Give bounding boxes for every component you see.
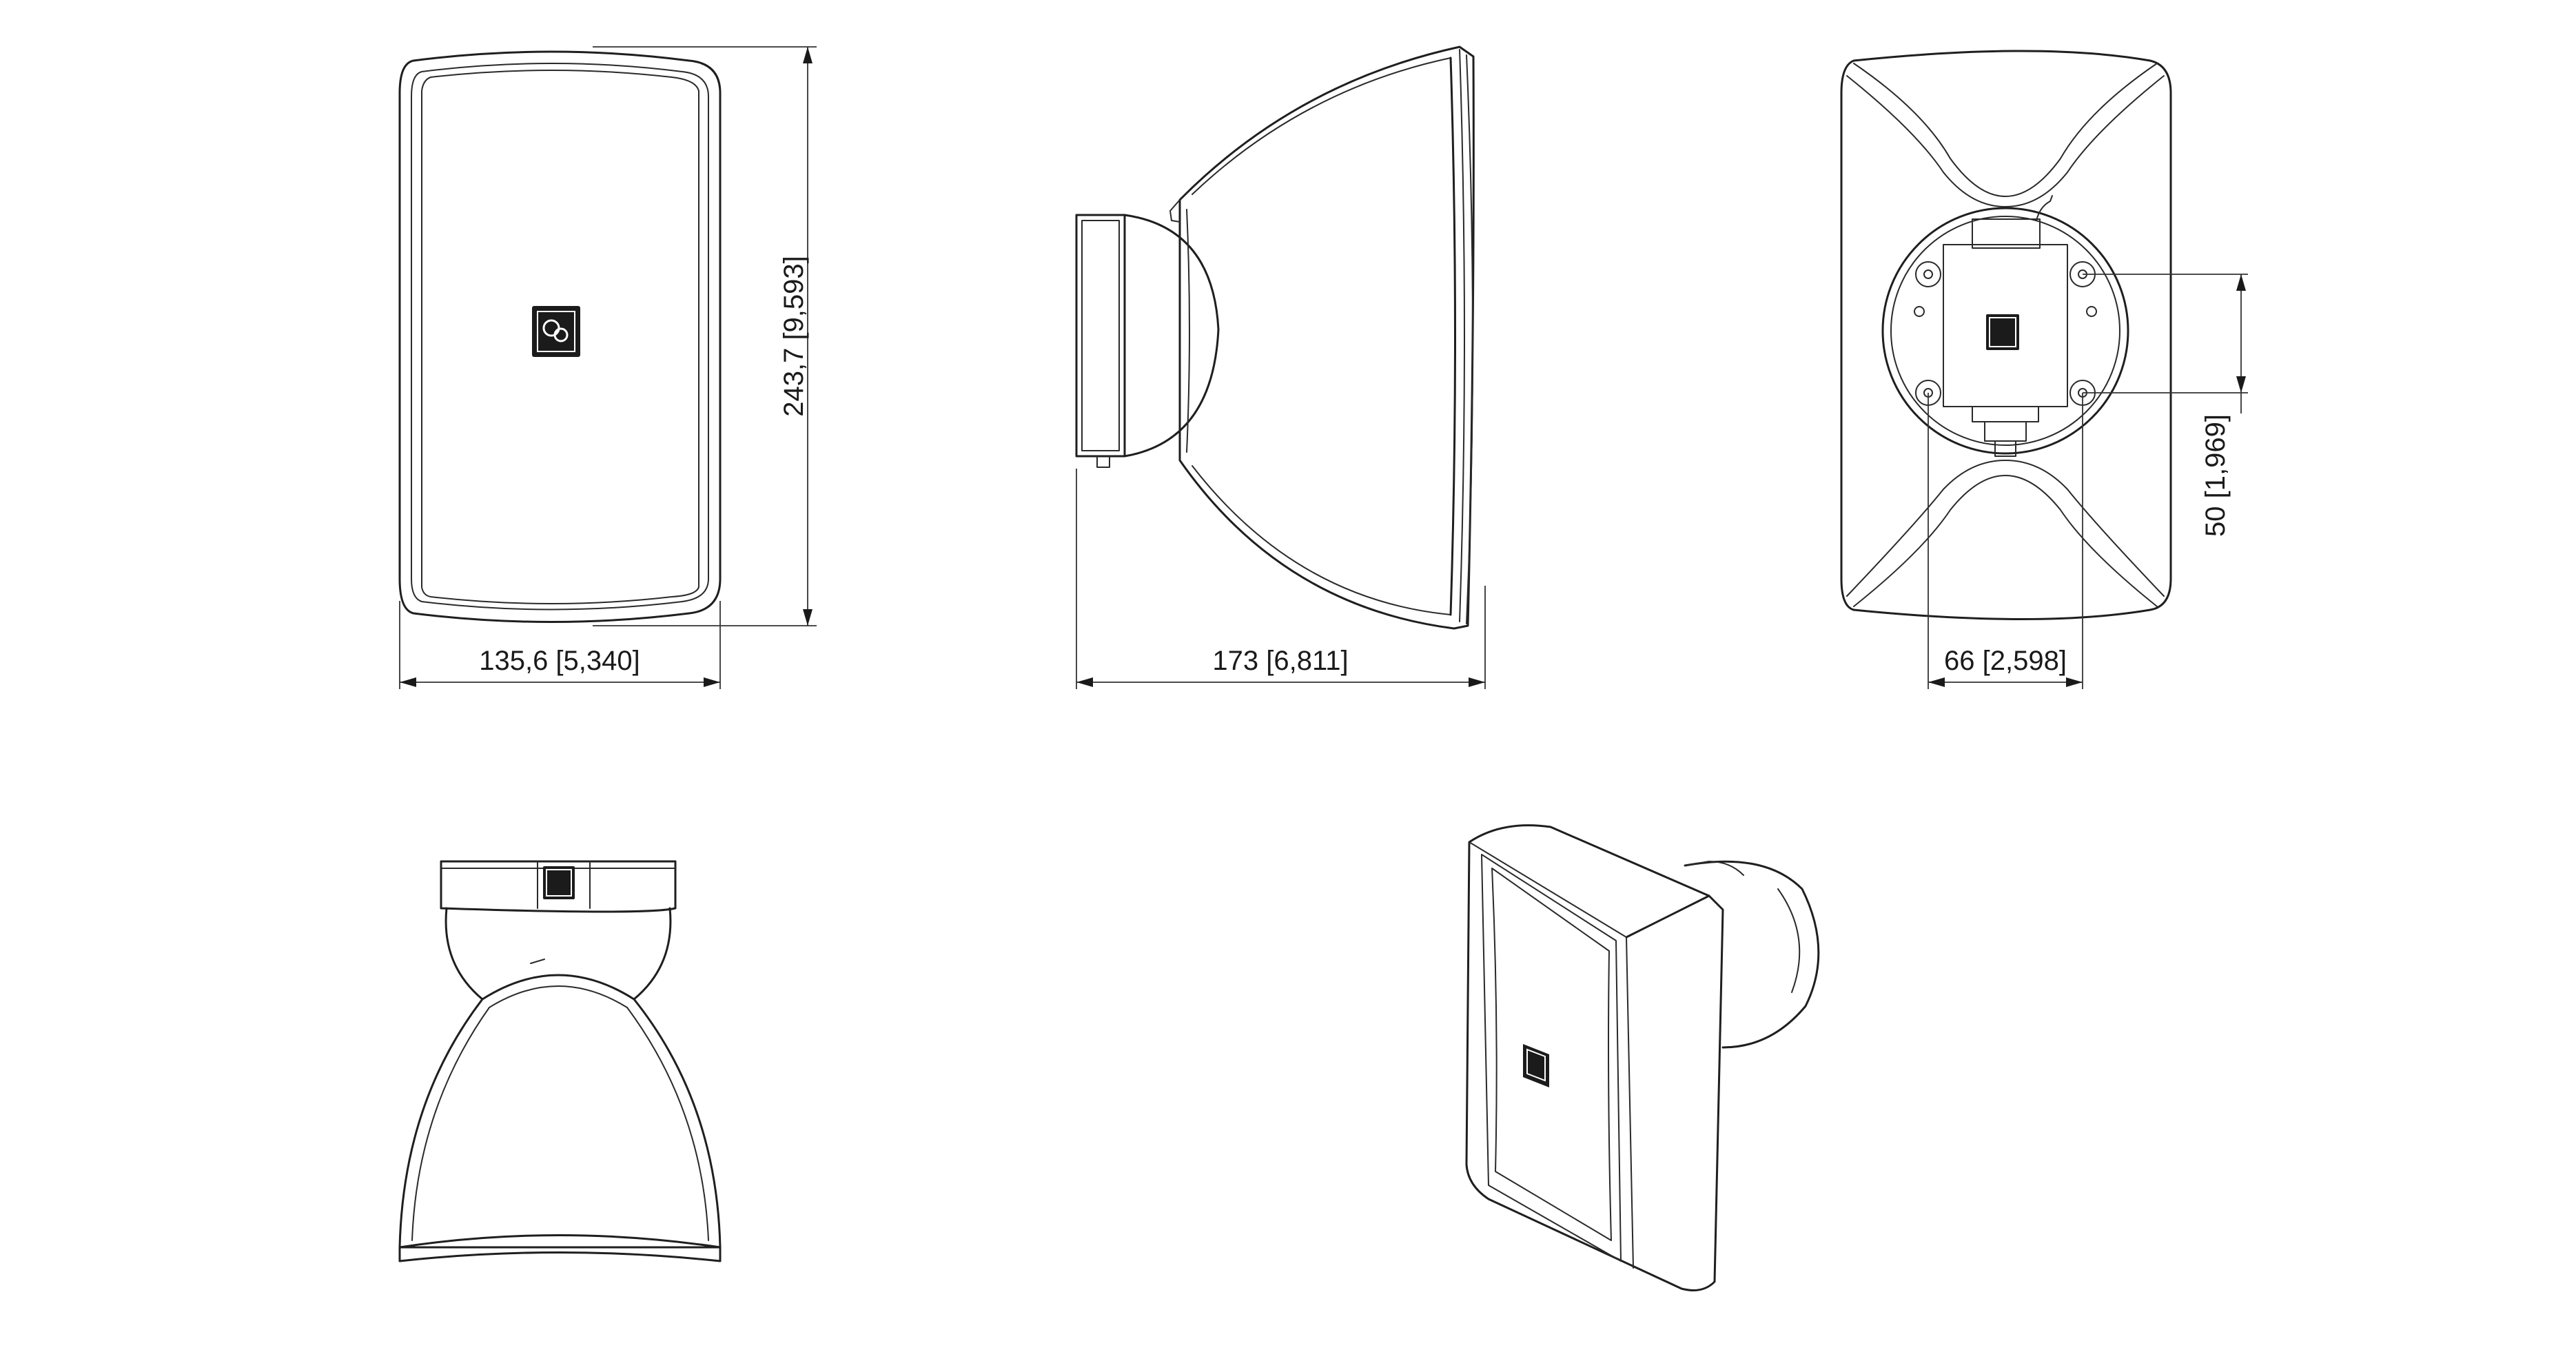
front-width-dimension: 135,6 [5,340] [399,601,721,689]
front-height-label: 243,7 [9,593] [779,256,809,417]
top-logo-icon [543,866,575,899]
isometric-view [1465,824,1820,1291]
iso-logo-icon [1523,1044,1549,1087]
back-hole-height-label: 50 [1,969] [2200,414,2231,537]
front-logo-icon [532,306,580,357]
back-view [1840,50,2172,620]
back-hole-width-dimension: 66 [2,598] [1928,393,2083,689]
top-view [398,860,722,1262]
side-view [1075,45,1475,630]
front-view [398,50,722,623]
back-logo-icon [1986,314,2019,350]
front-height-dimension: 243,7 [9,593] [593,46,817,626]
back-hole-width-label: 66 [2,598] [1944,646,2067,676]
front-width-label: 135,6 [5,340] [479,646,640,676]
side-depth-dimension: 173 [6,811] [1076,469,1486,689]
side-depth-label: 173 [6,811] [1212,646,1348,676]
back-hole-height-dimension: 50 [1,969] [2083,274,2248,537]
